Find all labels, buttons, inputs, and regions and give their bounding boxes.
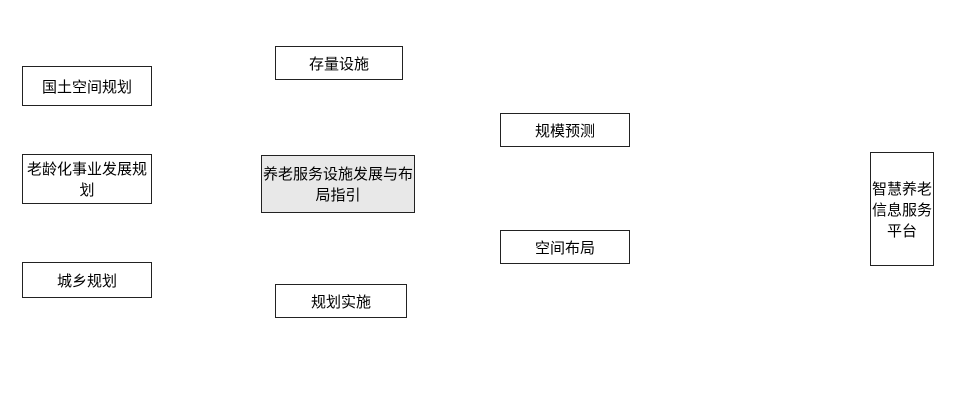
node-f: 规划实施 xyxy=(275,284,407,318)
node-g: 规模预测 xyxy=(500,113,630,147)
node-c: 城乡规划 xyxy=(22,262,152,298)
node-i: 智慧养老信息服务平台 xyxy=(870,152,934,266)
node-d: 养老服务设施发展与布局指引 xyxy=(261,155,415,213)
node-e: 存量设施 xyxy=(275,46,403,80)
node-b: 老龄化事业发展规划 xyxy=(22,154,152,204)
node-a: 国土空间规划 xyxy=(22,66,152,106)
node-h: 空间布局 xyxy=(500,230,630,264)
